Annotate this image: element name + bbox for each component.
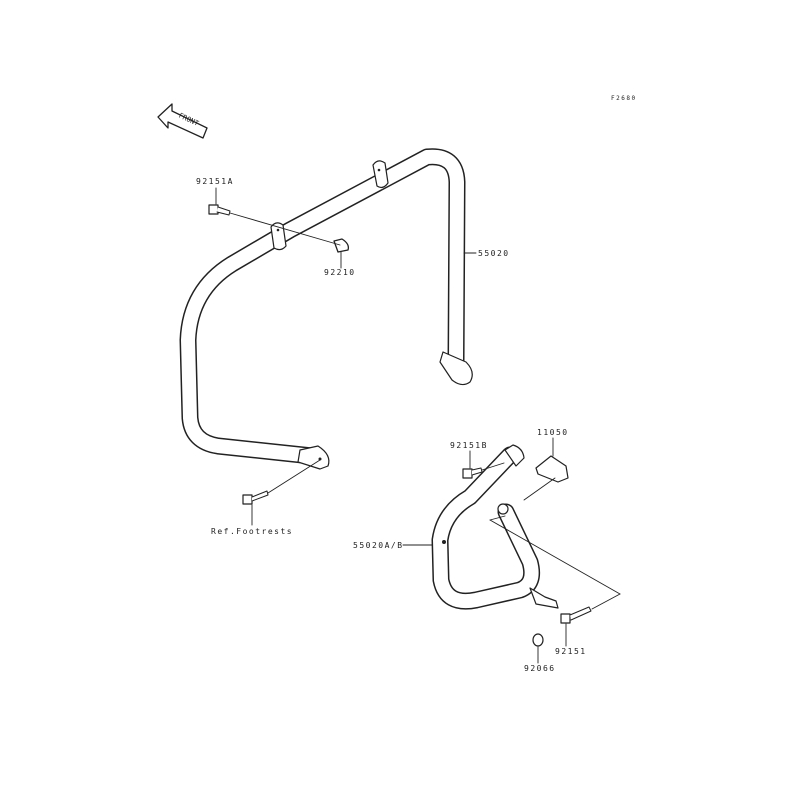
part-label-92151: 92151 (555, 647, 587, 656)
bolt-ref-footrests (242, 490, 269, 505)
bolt-92151a (208, 204, 231, 216)
guard-bar-55020ab (431, 444, 559, 610)
part-label-55020: 55020 (478, 249, 510, 258)
plug-92066 (532, 633, 544, 647)
part-label-92066: 92066 (524, 664, 556, 673)
bolt-92151 (560, 606, 592, 624)
figure-code: F2680 (611, 95, 637, 102)
front-arrow-icon: FRONT (157, 103, 208, 139)
part-label-11050: 11050 (537, 428, 569, 437)
leader-lines (215, 187, 621, 664)
part-label-92151a: 92151A (196, 177, 234, 186)
cap-nut-92210 (333, 238, 350, 253)
bolt-92151b (462, 467, 483, 479)
part-label-92210: 92210 (324, 268, 356, 277)
guard-bar-55020 (179, 148, 473, 470)
bracket-11050 (535, 455, 569, 483)
part-label-55020ab: 55020A/B (353, 541, 404, 550)
reference-footrests: Ref.Footrests (211, 527, 294, 536)
part-label-92151b: 92151B (450, 441, 488, 450)
